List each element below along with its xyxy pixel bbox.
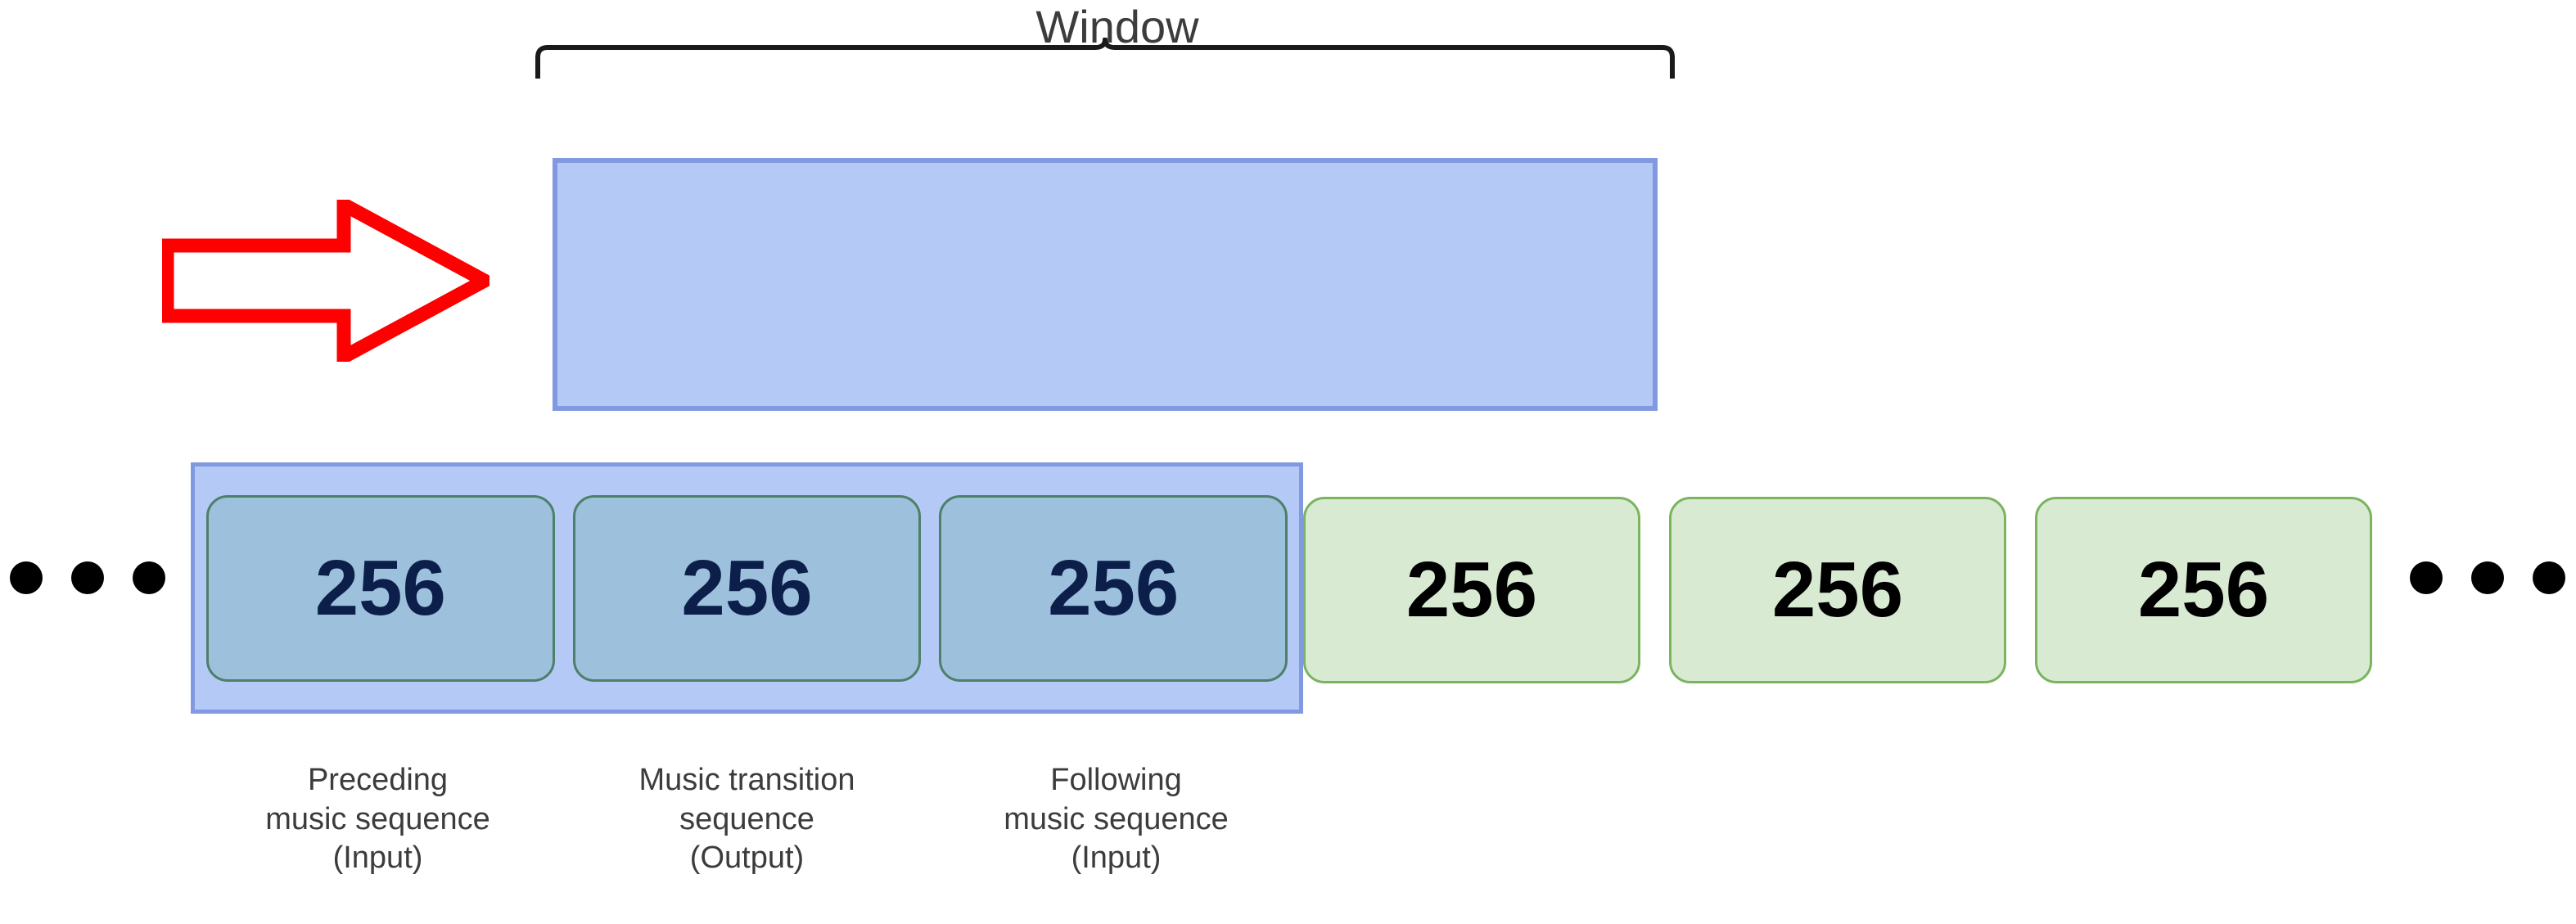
ellipsis-dot (133, 561, 165, 594)
sequence-box-transition: 256 (572, 494, 922, 682)
ellipsis-dot (71, 561, 104, 594)
tail-sequence-group: 256 256 256 (1303, 497, 2372, 683)
ellipsis-left-icon (10, 561, 165, 594)
caption-preceding: Preceding music sequence (Input) (202, 761, 553, 878)
ellipsis-dot (2533, 561, 2565, 594)
caption-line: music sequence (1004, 801, 1229, 836)
caption-following: Following music sequence (Input) (941, 761, 1292, 878)
sequence-box-tail-3: 256 (2035, 497, 2372, 683)
caption-line: Following (1050, 763, 1182, 797)
caption-line: Preceding (307, 763, 449, 797)
caption-line: (Input) (1071, 841, 1162, 875)
caption-line: (Output) (689, 841, 805, 875)
caption-line: Music transition (638, 763, 855, 797)
sequence-box-following: 256 (939, 494, 1288, 682)
sequence-row: 256 256 256 256 256 256 (0, 458, 2576, 720)
ellipsis-right-icon (2410, 561, 2565, 594)
right-arrow-outline-icon (162, 200, 489, 362)
window-sequence-group: 256 256 256 (191, 462, 1303, 714)
sequence-box-tail-1: 256 (1303, 497, 1640, 683)
window-label: Window (1035, 1, 1199, 52)
ellipsis-dot (2410, 561, 2443, 594)
window-region-block (553, 158, 1658, 411)
ellipsis-dot (10, 561, 43, 594)
sequence-box-tail-2: 256 (1669, 497, 2006, 683)
ellipsis-dot (2471, 561, 2504, 594)
caption-row: Preceding music sequence (Input) Music t… (191, 761, 1303, 878)
caption-transition: Music transition sequence (Output) (571, 761, 923, 878)
caption-line: (Input) (332, 841, 423, 875)
caption-line: sequence (679, 801, 814, 836)
caption-line: music sequence (265, 801, 490, 836)
window-brace-icon (535, 38, 1675, 79)
sequence-box-preceding: 256 (206, 494, 555, 682)
